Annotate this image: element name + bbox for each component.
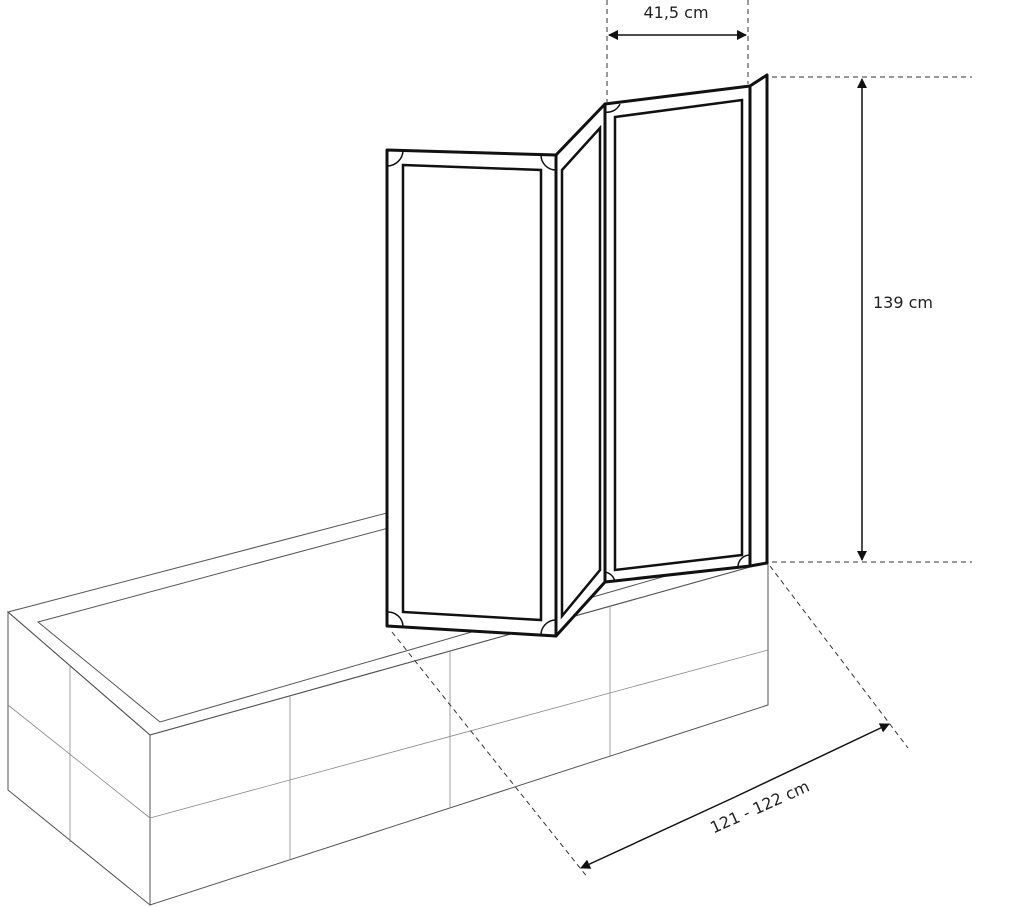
- screen-panel-right: [603, 84, 752, 584]
- height-label: 139 cm: [873, 293, 933, 312]
- dimension-height: 139 cm: [772, 76, 972, 563]
- tile-grid: [7, 606, 769, 860]
- screen-panel-left: [385, 148, 558, 638]
- panel-width-label: 41,5 cm: [643, 3, 708, 22]
- dimension-panel-width: 41,5 cm: [606, 0, 749, 102]
- screen-panel-middle: [554, 102, 607, 638]
- wall-profile: [748, 73, 769, 568]
